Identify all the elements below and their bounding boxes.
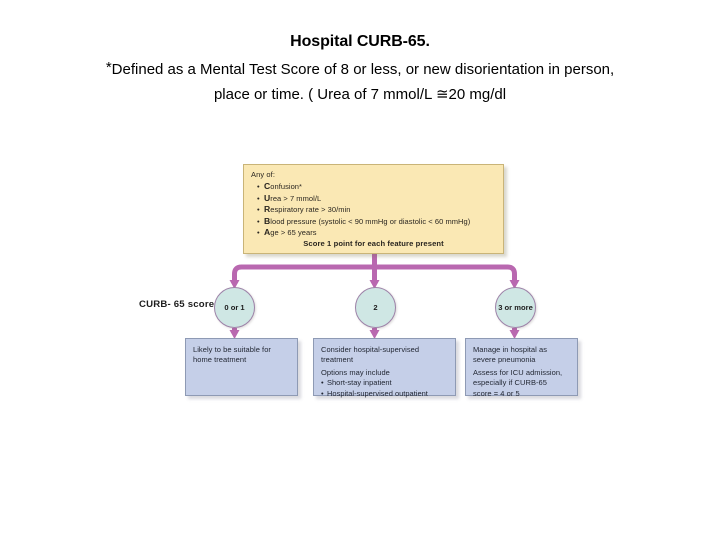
outcome-line: severe pneumonia (473, 355, 536, 365)
score-node-2[interactable]: 2 (355, 287, 396, 328)
score-node-value: 2 (373, 303, 378, 312)
criteria-item-text: rea > 7 mmol/L (270, 193, 322, 203)
bullet-icon: • (257, 228, 260, 238)
criteria-item-initial: R (264, 204, 271, 215)
outcome-line: home treatment (193, 355, 247, 365)
bullet-icon: • (257, 216, 260, 226)
criteria-item-blood-pressure: • Blood pressure (systolic < 90 mmHg or d… (257, 216, 470, 228)
outcome-line: Consider hospital-supervised (321, 345, 420, 354)
score-row-label: CURB- 65 score (139, 299, 215, 310)
score-node-3-or-more[interactable]: 3 or more (495, 287, 536, 328)
outcome-sub-intro: Options may include (321, 367, 390, 377)
bullet-icon: • (321, 388, 324, 398)
score-node-value: 0 or 1 (224, 303, 245, 312)
heading-block: Hospital CURB-65. *Defined as a Mental T… (0, 0, 720, 107)
outcome-sub-item: •Short-stay inpatient (321, 378, 448, 388)
criteria-item-text: onfusion* (270, 182, 302, 191)
subtitle-line-2: place or time. ( Urea of 7 mmol/L ≅20 mg… (213, 86, 507, 103)
outcome-sub-list: •Short-stay inpatient •Hospital-supervis… (321, 378, 448, 399)
criteria-item-initial: C (264, 181, 271, 191)
criteria-intro: Any of: (251, 170, 276, 179)
outcome-box-severe-pneumonia: Manage in hospital as severe pneumonia A… (465, 338, 578, 398)
outcome-line: Likely to be suitable for (193, 345, 271, 354)
outcome-line: especially if CURB-65 (473, 378, 547, 388)
footnote-marker: * (105, 59, 112, 76)
arrowhead-to-node-a (229, 280, 240, 289)
bullet-icon: • (257, 182, 260, 191)
outcome-sub-item-text: Hospital-supervised outpatient (327, 388, 428, 398)
criteria-item-confusion: • Confusion* (257, 181, 470, 193)
subtitle-line-1: Defined as a Mental Test Score of 8 or l… (111, 61, 615, 78)
criteria-item-text: ge > 65 years (270, 228, 317, 238)
criteria-item-urea: • Urea > 7 mmol/L (257, 193, 470, 205)
page-title: Hospital CURB-65. (290, 33, 430, 50)
score-node-value: 3 or more (498, 303, 533, 312)
outcome-sub-intro: Assess for ICU admission, (473, 367, 563, 377)
arrowhead-to-outcome-c (509, 330, 520, 339)
arrowhead-to-node-c (509, 280, 520, 289)
criteria-list: • Confusion* • Urea > 7 mmol/L • Respirator… (257, 181, 470, 239)
page-subtitle: *Defined as a Mental Test Score of 8 or … (0, 55, 720, 107)
arrowhead-to-outcome-a (229, 330, 240, 339)
criteria-item-respiratory-rate: • Respiratory rate > 30/min (257, 204, 470, 216)
bullet-icon: • (321, 378, 324, 388)
outcome-box-hospital-supervised: Consider hospital-supervised treatment O… (313, 338, 456, 399)
arrowhead-to-node-b (369, 280, 380, 289)
criteria-item-text: espiratory rate > 30/min (270, 205, 351, 215)
criteria-item-text: lood pressure (systolic < 90 mmHg or dia… (270, 216, 471, 226)
bullet-icon: • (257, 205, 260, 215)
outcome-sub-item: •Hospital-supervised outpatient (321, 389, 448, 399)
criteria-box: Any of: • Confusion* • Urea > 7 mmol/L • Re… (243, 164, 504, 254)
outcome-line: score = 4 or 5 (473, 388, 520, 398)
arrowhead-to-outcome-b (369, 330, 380, 339)
outcome-line: treatment (321, 355, 354, 365)
bullet-icon: • (257, 193, 260, 203)
outcome-sub-item-text: Short-stay inpatient (327, 378, 392, 388)
score-node-0-or-1[interactable]: 0 or 1 (214, 287, 255, 328)
criteria-item-initial: A (264, 227, 271, 238)
criteria-item-age: • Age > 65 years (257, 227, 470, 239)
outcome-line: Manage in hospital as (473, 345, 548, 354)
criteria-score-rule: Score 1 point for each feature present (303, 239, 444, 248)
criteria-item-initial: U (264, 192, 271, 203)
outcome-box-home-treatment: Likely to be suitable for home treatment (185, 338, 298, 396)
criteria-item-initial: B (264, 215, 271, 226)
